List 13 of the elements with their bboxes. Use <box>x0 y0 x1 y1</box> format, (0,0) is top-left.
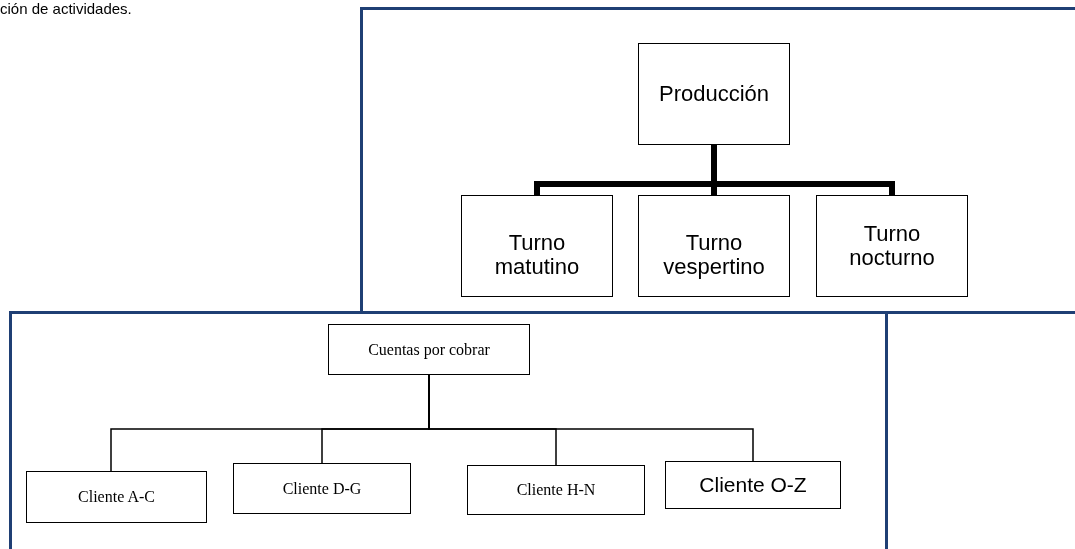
org-box: Cliente H-N <box>467 465 645 515</box>
org-box: Turno vespertino <box>638 195 790 297</box>
connector-line <box>711 145 895 195</box>
note-text: ción de actividades. <box>0 0 132 17</box>
org-box: Producción <box>638 43 790 145</box>
org-box: Turno matutino <box>461 195 613 297</box>
org-box: Turno nocturno <box>816 195 968 297</box>
frame-panel <box>360 7 1075 314</box>
org-box: Cliente O-Z <box>665 461 841 509</box>
org-box: Cuentas por cobrar <box>328 324 530 375</box>
frame-panel <box>9 311 888 549</box>
org-box: Cliente D-G <box>233 463 411 514</box>
org-box: Cliente A-C <box>26 471 207 523</box>
